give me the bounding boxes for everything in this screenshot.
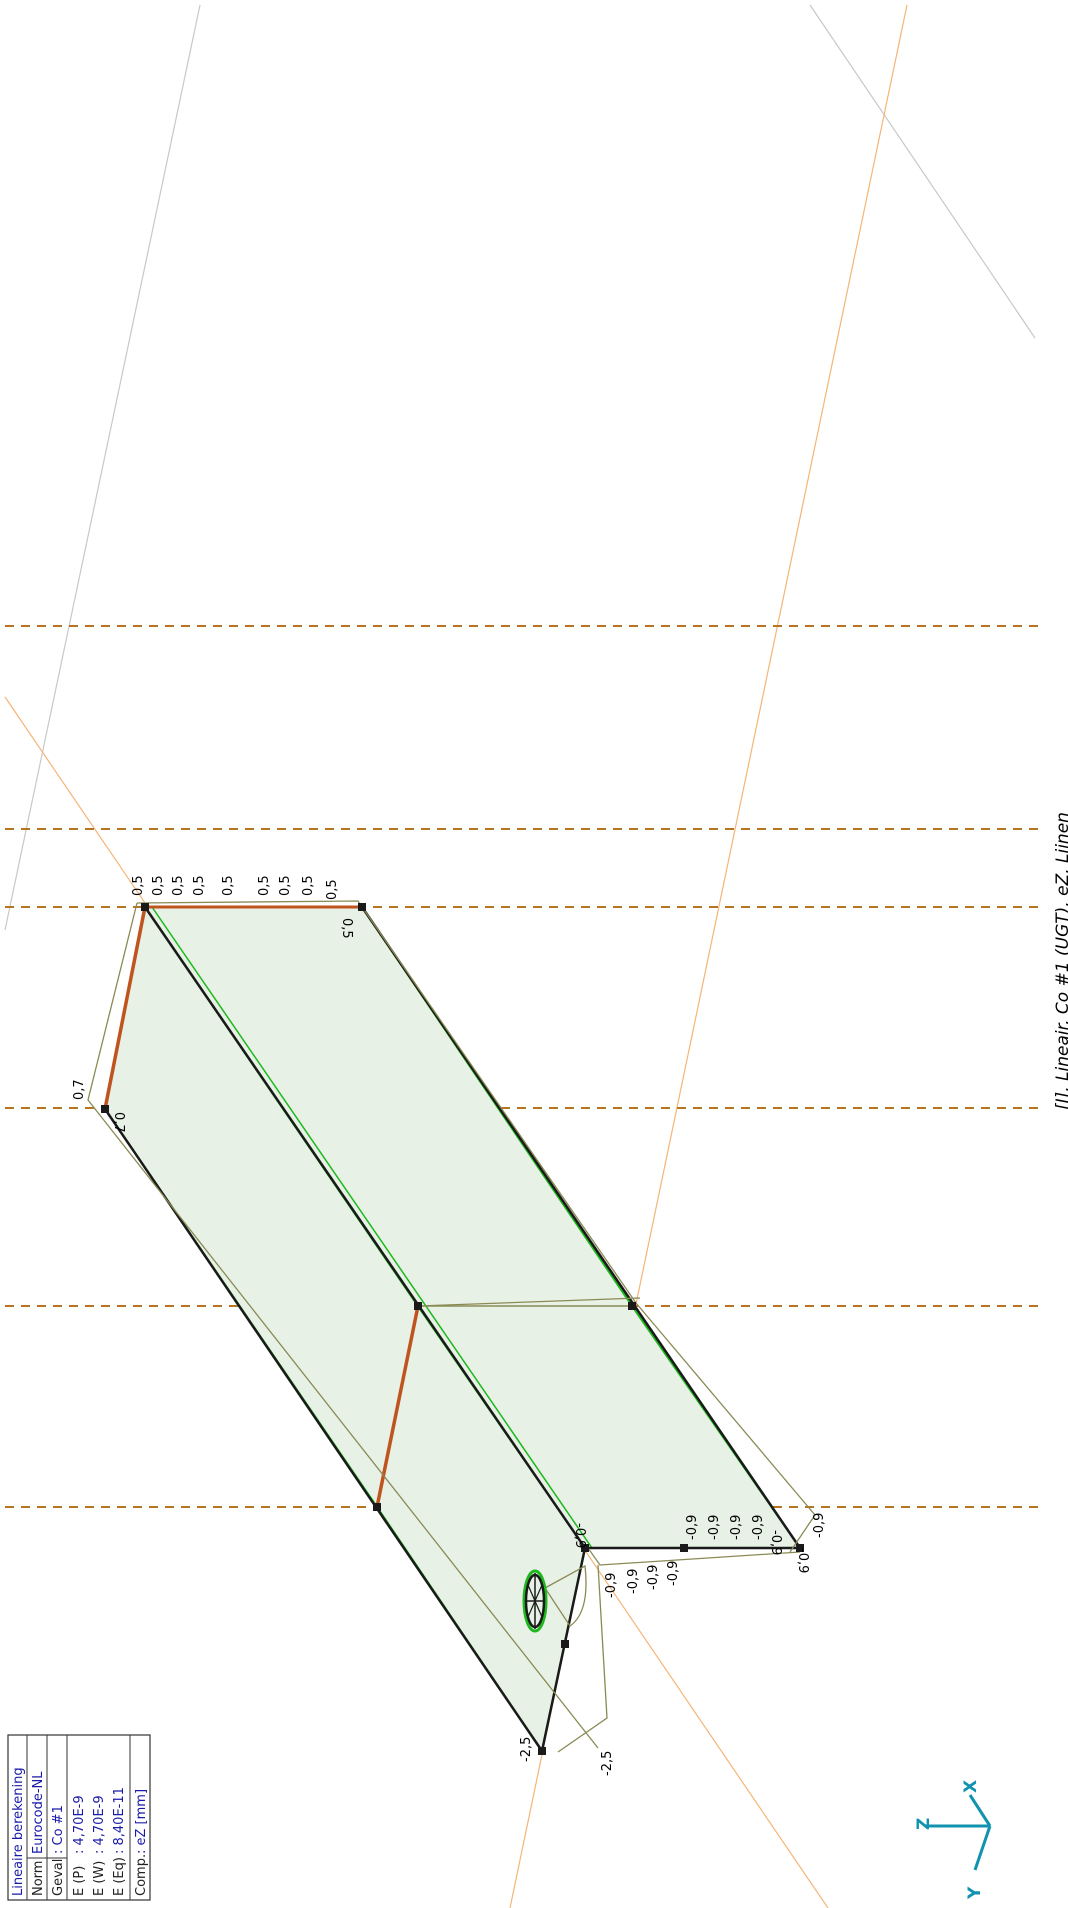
info-value: : 4,70E-9 [72, 1795, 87, 1854]
node [628, 1302, 636, 1310]
value-label: 0,5 [301, 875, 316, 896]
value-label: -0,9 [812, 1513, 827, 1538]
value-label: -0,9 [751, 1515, 766, 1540]
deform-line [587, 1547, 801, 1566]
info-key: E (P) [72, 1866, 87, 1896]
value-label: 0,5 [192, 875, 207, 896]
nodes[interactable] [101, 903, 804, 1755]
support-ring [522, 1569, 548, 1633]
node [538, 1747, 546, 1755]
node [581, 1544, 589, 1552]
beam-rafter-2 [375, 1305, 420, 1508]
info-box: Lineaire berekening Norm Eurocode-NL Gev… [7, 1734, 151, 1901]
view-title: [I], Lineair, Co #1 (UGT), eZ, Lijnen [1053, 812, 1068, 1110]
ref-line-gray-2 [809, 4, 1036, 339]
deform-line [557, 1564, 608, 1753]
deform-line [544, 1564, 587, 1627]
info-value: Eurocode-NL [31, 1771, 46, 1854]
support-symbol [522, 1569, 548, 1633]
value-label: 0,5 [151, 875, 166, 896]
info-key: Comp. [134, 1854, 149, 1896]
beam-ridge-2 [151, 906, 593, 1549]
axis-triad: Z X Y [914, 1780, 992, 1900]
info-key: Geval [51, 1859, 66, 1896]
deform-line [87, 902, 599, 1749]
value-label: -2,5 [519, 1737, 534, 1762]
value-label: 0,5 [278, 875, 293, 896]
beam-right-outer [360, 906, 802, 1549]
node [414, 1302, 422, 1310]
value-label: 0,5 [257, 875, 272, 896]
value-label: 0,7 [72, 1079, 87, 1100]
beams [103, 905, 802, 1752]
value-label: -0,9 [604, 1573, 619, 1598]
x-axis-label: X [961, 1780, 981, 1793]
plates [103, 904, 802, 1754]
beam-left-outer [103, 1108, 544, 1752]
info-value: : 8,40E-11 [112, 1787, 127, 1854]
value-label: -0,9 [768, 1530, 783, 1555]
value-label: -0,9 [729, 1515, 744, 1540]
value-labels: 0,5 0,5 0,5 0,5 0,5 0,5 0,5 0,5 0,5 0,5 … [72, 875, 827, 1776]
info-value: : eZ [mm] [134, 1789, 149, 1854]
info-box-frame [7, 1734, 151, 1901]
y-axis-icon [973, 1825, 992, 1871]
beam-left-end [540, 1547, 587, 1752]
ref-line-gray-1 [4, 4, 201, 931]
value-label: -0,9 [707, 1515, 722, 1540]
info-key: E (Eq) [112, 1857, 127, 1896]
value-label: 0,5 [171, 875, 186, 896]
z-axis-label: Z [914, 1818, 934, 1830]
beam-rafter-1 [103, 906, 147, 1110]
y-axis-label: Y [965, 1886, 985, 1900]
value-label: -0,9 [666, 1561, 681, 1586]
value-label: -2,5 [600, 1751, 615, 1776]
node [141, 903, 149, 911]
value-label: -0,9 [626, 1569, 641, 1594]
x-axis-icon [968, 1794, 992, 1827]
value-label: 0,7 [111, 1112, 126, 1133]
info-heading: Lineaire berekening [11, 1767, 26, 1896]
node [796, 1544, 804, 1552]
value-label: 0,5 [131, 875, 146, 896]
value-label: 0,5 [325, 879, 340, 900]
info-key: Norm [31, 1861, 46, 1896]
node [358, 903, 366, 911]
value-label: -0,9 [572, 1523, 587, 1548]
node [101, 1105, 109, 1113]
deform-line [417, 1297, 641, 1307]
value-label: -0,9 [685, 1515, 700, 1540]
info-value: : 4,70E-9 [92, 1795, 107, 1854]
info-value: : Co #1 [51, 1805, 66, 1854]
value-label: -0,9 [795, 1548, 810, 1573]
value-label: 0,5 [339, 918, 354, 939]
node [680, 1544, 688, 1552]
info-key: E (W) [92, 1861, 107, 1896]
node [373, 1503, 381, 1511]
beam-ridge [143, 906, 587, 1549]
value-label: 0,5 [221, 875, 236, 896]
value-label: -0,9 [646, 1565, 661, 1590]
node [561, 1640, 569, 1648]
